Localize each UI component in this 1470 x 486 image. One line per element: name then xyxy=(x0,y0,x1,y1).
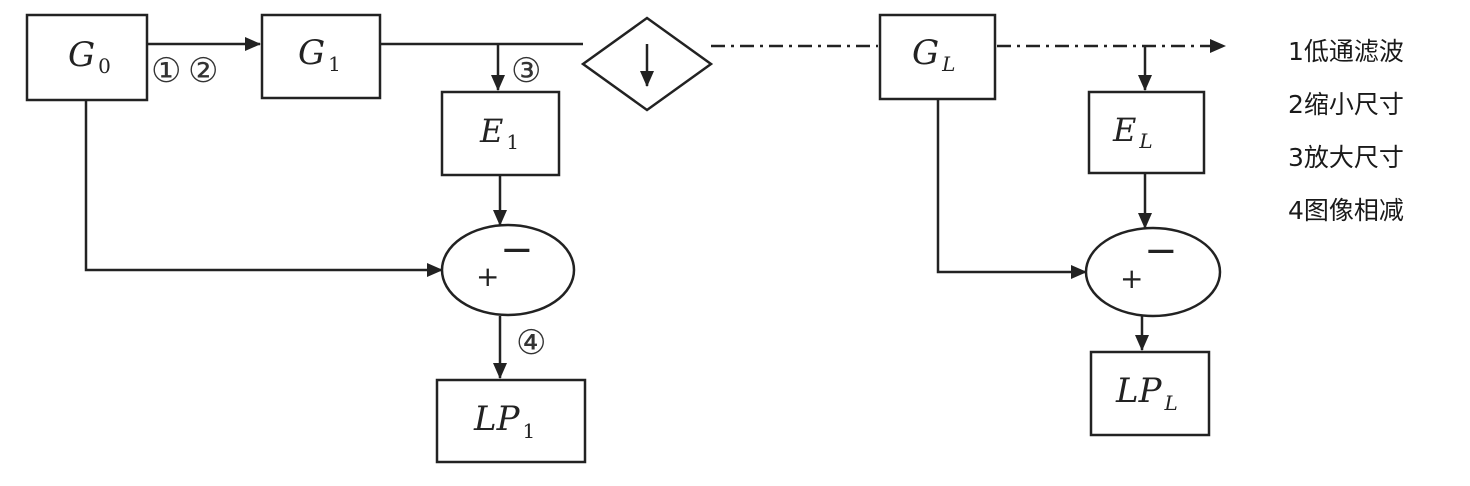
svg-text:EL: EL xyxy=(1112,111,1153,153)
summing-junction-1: + − xyxy=(440,223,576,317)
legend-item-downscale: 2缩小尺寸 xyxy=(1288,90,1404,119)
downsample-diamond xyxy=(580,16,714,112)
svg-text:GL: GL xyxy=(912,33,955,76)
plus-sign: + xyxy=(476,260,499,293)
arrow-gl-to-summer2 xyxy=(936,99,1087,279)
svg-text:LPL: LPL xyxy=(1115,371,1178,415)
svg-text:E1: E1 xyxy=(479,112,519,154)
arrow-g0-to-summer1 xyxy=(84,99,443,277)
minus-sign: − xyxy=(500,227,534,273)
legend-item-subtract: 4图像相减 xyxy=(1288,196,1404,225)
connectors xyxy=(84,37,1226,379)
legend-item-upscale: 3放大尺寸 xyxy=(1288,143,1404,172)
svg-text:G0: G0 xyxy=(68,35,111,78)
legend-item-low-pass: 1低通滤波 xyxy=(1288,37,1404,66)
minus-sign: − xyxy=(1144,228,1178,274)
svg-text:LP1: LP1 xyxy=(473,399,535,443)
legend: 1低通滤波 2缩小尺寸 3放大尺寸 4图像相减 xyxy=(1288,32,1404,244)
summing-junction-2: + − xyxy=(1084,226,1222,318)
step-marker-3: ③ xyxy=(511,51,541,91)
step-marker-1: ① xyxy=(151,51,181,91)
step-marker-2: ② xyxy=(188,51,218,91)
plus-sign: + xyxy=(1120,262,1143,295)
svg-text:G1: G1 xyxy=(298,33,341,76)
step-marker-4: ④ xyxy=(516,323,546,363)
